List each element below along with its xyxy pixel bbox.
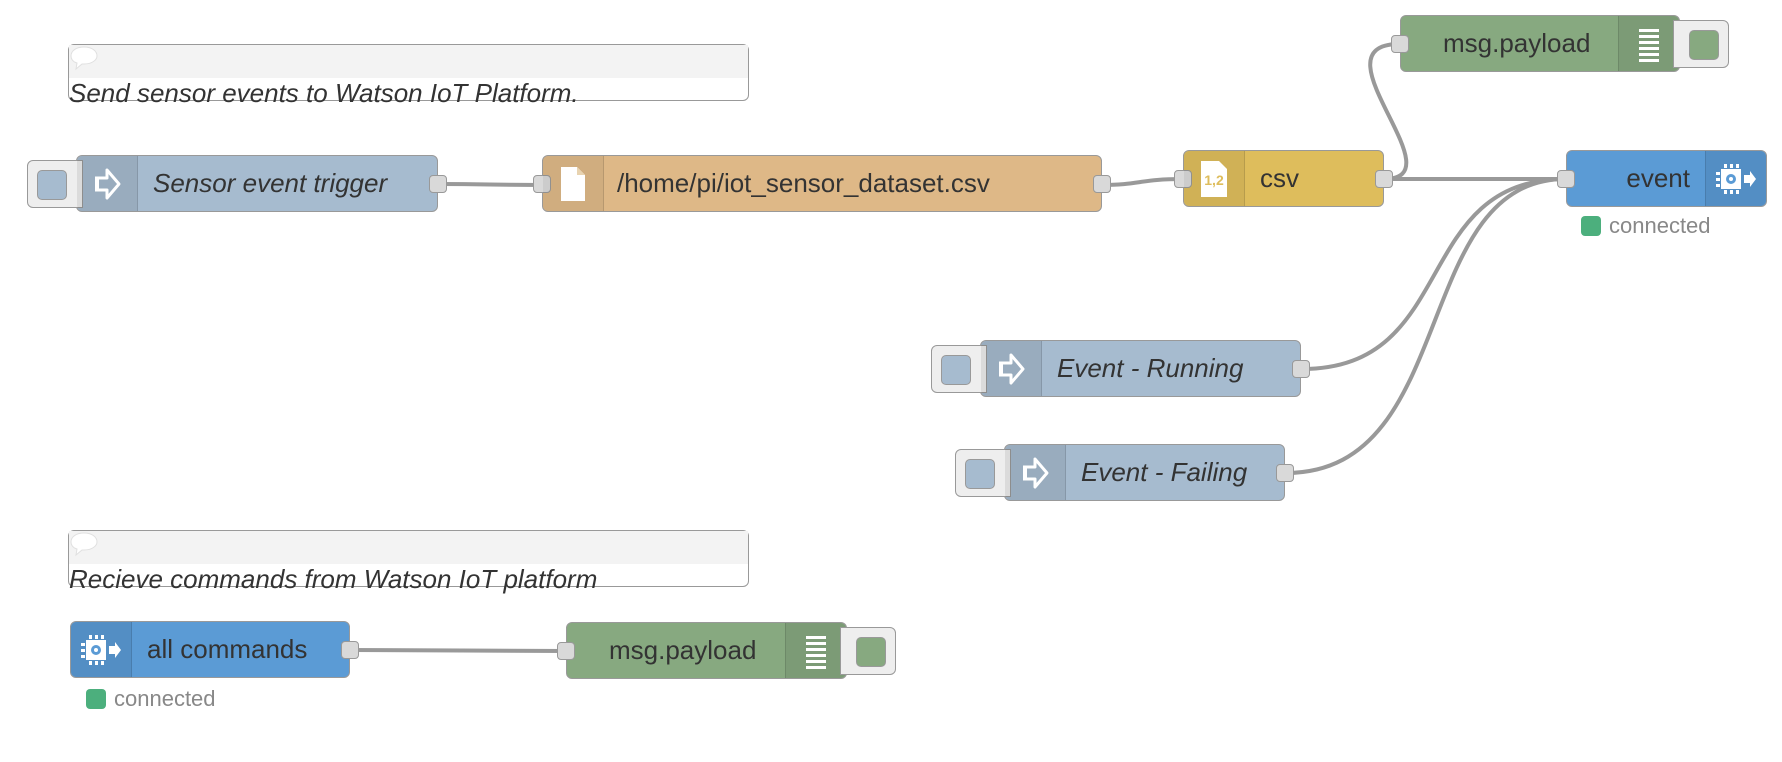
watson-commands-node[interactable]: all commands [70, 621, 359, 678]
node-label: msg.payload [609, 635, 757, 665]
comment-text: Send sensor events to Watson IoT Platfor… [69, 78, 579, 108]
comment-icon-box [69, 531, 748, 564]
wire-commands-to-debug[interactable] [348, 648, 568, 653]
inject-icon-box [77, 156, 138, 211]
comment-text: Recieve commands from Watson IoT platfor… [69, 564, 598, 594]
node-label: Event - Running [1057, 353, 1244, 383]
arrow-in-icon [999, 353, 1025, 384]
node-label: Sensor event trigger [153, 168, 388, 198]
status-text: connected [1609, 213, 1711, 238]
status-event-connected: connected [1581, 213, 1711, 239]
arrow-in-icon [1023, 457, 1049, 488]
input-port[interactable] [533, 175, 551, 193]
watson-icon-box [1705, 151, 1766, 206]
comment-node-send[interactable]: Send sensor events to Watson IoT Platfor… [68, 44, 749, 108]
watson-event-node[interactable]: event [1557, 150, 1767, 207]
speech-bubble-icon [70, 46, 98, 71]
comment-icon-box [69, 45, 748, 78]
speech-bubble-icon [70, 532, 98, 557]
svg-text:1,2: 1,2 [1204, 172, 1224, 188]
output-port[interactable] [341, 641, 359, 659]
wire-file-to-csv[interactable] [1099, 177, 1185, 187]
debug-toggle-button[interactable] [840, 627, 896, 675]
inject-trigger-button[interactable] [931, 345, 987, 393]
node-label: Event - Failing [1081, 457, 1248, 487]
list-icon [1639, 28, 1659, 62]
debug-node-top[interactable]: msg.payload [1391, 15, 1729, 72]
inject-node-sensor-trigger[interactable]: Sensor event trigger [27, 155, 447, 212]
inject-node-event-running[interactable]: Event - Running [931, 340, 1310, 397]
csv-icon-box: 1,2 [1184, 151, 1245, 206]
wire-trigger-to-file[interactable] [437, 182, 544, 187]
status-text: connected [114, 686, 216, 711]
inject-node-event-failing[interactable]: Event - Failing [955, 444, 1294, 501]
node-label: msg.payload [1443, 28, 1591, 58]
list-icon [806, 635, 826, 669]
status-commands-connected: connected [86, 686, 216, 712]
comment-node-receive[interactable]: Recieve commands from Watson IoT platfor… [68, 530, 749, 594]
debug-toggle-button[interactable] [1673, 20, 1729, 68]
chip-icon [1716, 163, 1756, 194]
debug-icon-box [1618, 16, 1679, 71]
node-label: csv [1260, 163, 1299, 193]
chip-icon [81, 634, 121, 665]
debug-icon-box [785, 623, 846, 678]
input-port[interactable] [1391, 35, 1409, 53]
debug-node-bottom[interactable]: msg.payload [557, 622, 896, 679]
wire-failing-to-event[interactable] [1284, 177, 1568, 475]
inject-icon-box [981, 341, 1042, 396]
input-port[interactable] [1557, 170, 1575, 188]
input-port[interactable] [557, 642, 575, 660]
arrow-in-icon [95, 168, 121, 199]
output-port[interactable] [1292, 360, 1310, 378]
inject-trigger-button[interactable] [27, 160, 83, 208]
wire-csv-to-debug[interactable] [1368, 42, 1409, 181]
status-dot [1581, 216, 1601, 236]
file-icon [561, 166, 585, 201]
output-port[interactable] [1375, 170, 1393, 188]
file-in-node[interactable]: /home/pi/iot_sensor_dataset.csv [533, 155, 1111, 212]
node-label: /home/pi/iot_sensor_dataset.csv [617, 168, 990, 198]
inject-icon-box [1005, 445, 1066, 500]
csv-node[interactable]: 1,2 csv [1174, 150, 1393, 207]
node-label: all commands [147, 634, 308, 664]
inject-trigger-button[interactable] [955, 449, 1011, 497]
watson-icon-box [71, 622, 132, 677]
output-port[interactable] [429, 175, 447, 193]
csv-icon: 1,2 [1201, 160, 1227, 197]
input-port[interactable] [1174, 170, 1192, 188]
file-icon-box [543, 156, 604, 211]
node-label: event [1626, 163, 1690, 193]
output-port[interactable] [1093, 175, 1111, 193]
status-dot [86, 689, 106, 709]
output-port[interactable] [1276, 464, 1294, 482]
wire-running-to-event[interactable] [1300, 177, 1568, 371]
